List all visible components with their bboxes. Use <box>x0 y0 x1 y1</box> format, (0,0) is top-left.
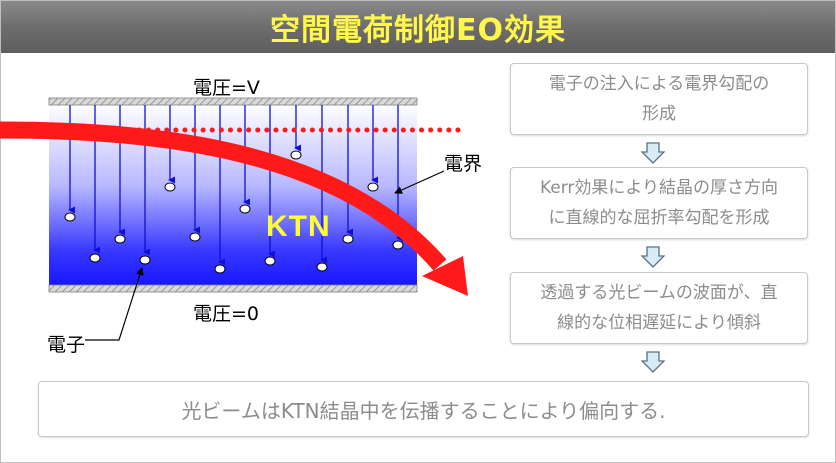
step-2-line-1: Kerr効果により結晶の厚さ方向 <box>539 178 779 198</box>
step-1-box: 電子の注入による電界勾配の 形成 <box>510 63 808 135</box>
page-title: 空間電荷制御EO効果 <box>1 1 835 53</box>
electrons <box>64 150 404 274</box>
result-box: 光ビームはKTN結晶中を伝播することにより偏向する. <box>38 381 809 437</box>
step-3-box: 透過する光ビームの波面が、直 線的な位相遅延により傾斜 <box>510 272 808 344</box>
step-3-line-1: 透過する光ビームの波面が、直 <box>540 283 778 303</box>
bottom-voltage-label: 電圧=0 <box>193 303 260 325</box>
field-leader-line <box>394 170 445 194</box>
crystal-label: KTN <box>266 210 331 243</box>
deflected-beam <box>0 121 447 271</box>
step-2-box: Kerr効果により結晶の厚さ方向 に直線的な屈折率勾配を形成 <box>510 167 808 239</box>
beam-arrowhead <box>422 256 468 296</box>
field-label: 電界 <box>444 153 483 175</box>
step-3-line-2: 線的な位相遅延により傾斜 <box>557 313 761 333</box>
down-arrow-icon <box>641 246 665 268</box>
top-voltage-label: 電圧=V <box>193 77 260 99</box>
electron-label: 電子 <box>47 334 86 356</box>
down-arrow-icon <box>641 351 665 373</box>
step-2-line-2: に直線的な屈折率勾配を形成 <box>548 208 770 228</box>
step-1-line-1: 電子の注入による電界勾配の <box>548 74 770 94</box>
top-electrode <box>48 97 418 106</box>
bottom-electrode <box>48 284 418 293</box>
ktn-crystal-diagram <box>0 97 468 341</box>
electron-leader-line <box>85 267 144 341</box>
step-1-line-2: 形成 <box>642 104 676 124</box>
result-text: 光ビームはKTN結晶中を伝播することにより偏向する. <box>181 398 666 423</box>
down-arrow-icon <box>641 142 665 164</box>
